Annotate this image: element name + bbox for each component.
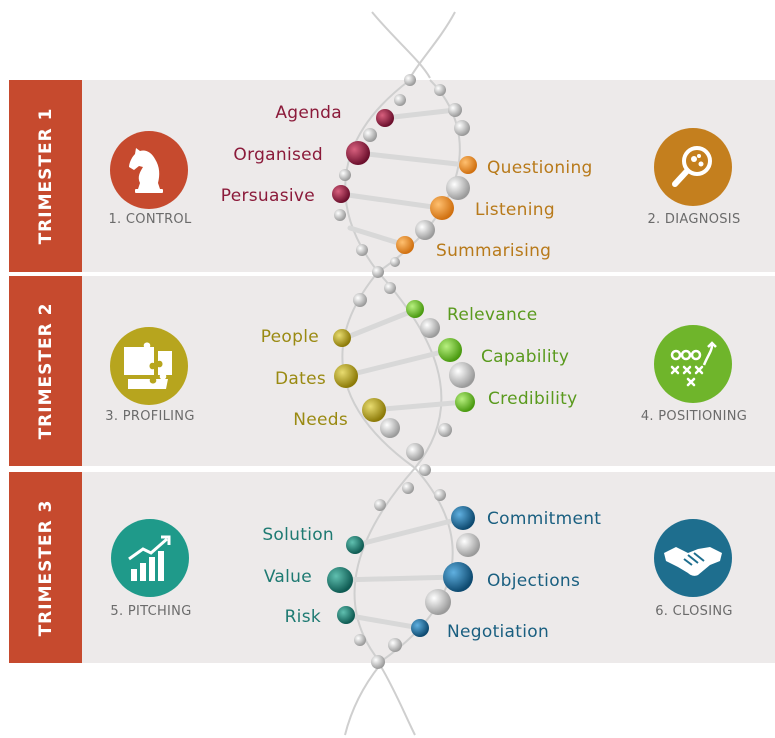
term-objections: Objections [487, 571, 581, 591]
closing-step-label: 6. CLOSING [655, 604, 733, 619]
growth-chart-icon [128, 535, 171, 581]
puzzle-icon [124, 342, 172, 389]
strategy-board-icon [670, 341, 717, 387]
pitching-step-icon [111, 519, 189, 597]
control-step-label: 1. CONTROL [108, 212, 192, 227]
profiling-step-label: 3. PROFILING [105, 409, 195, 424]
diagnosis-step-icon [654, 128, 732, 206]
term-relevance: Relevance [447, 305, 538, 325]
term-needs: Needs [293, 410, 348, 430]
term-listening: Listening [475, 200, 555, 220]
term-risk: Risk [284, 607, 321, 627]
magnifier-icon [672, 146, 712, 187]
helix-rungs [337, 107, 469, 631]
profiling-step-icon [110, 327, 188, 405]
term-questioning: Questioning [487, 158, 593, 178]
closing-step-icon [654, 519, 732, 597]
positioning-step-icon [654, 325, 732, 403]
term-value: Value [263, 567, 312, 587]
term-persuasive: Persuasive [220, 186, 315, 206]
pitching-step-label: 5. PITCHING [110, 604, 192, 619]
term-dates: Dates [275, 369, 326, 389]
term-organised: Organised [233, 145, 323, 165]
diagnosis-step-label: 2. DIAGNOSIS [647, 212, 741, 227]
term-people: People [260, 327, 319, 347]
trimester-3-tab: TRIMESTER 3 [9, 472, 82, 663]
control-step-icon [110, 131, 188, 209]
term-negotiation: Negotiation [447, 622, 550, 642]
helix-colored-spheres [327, 109, 477, 637]
term-agenda: Agenda [275, 103, 342, 123]
term-commitment: Commitment [487, 509, 602, 529]
trimester-2-tab: TRIMESTER 2 [9, 276, 82, 466]
chess-knight-icon [129, 148, 163, 193]
helix-grey-spheres [334, 74, 480, 669]
term-capability: Capability [481, 347, 570, 367]
term-credibility: Credibility [488, 389, 578, 409]
trimester-1-tab: TRIMESTER 1 [9, 80, 82, 272]
handshake-icon [664, 547, 722, 576]
positioning-step-label: 4. POSITIONING [640, 409, 748, 424]
term-solution: Solution [262, 525, 334, 545]
term-summarising: Summarising [436, 241, 552, 261]
